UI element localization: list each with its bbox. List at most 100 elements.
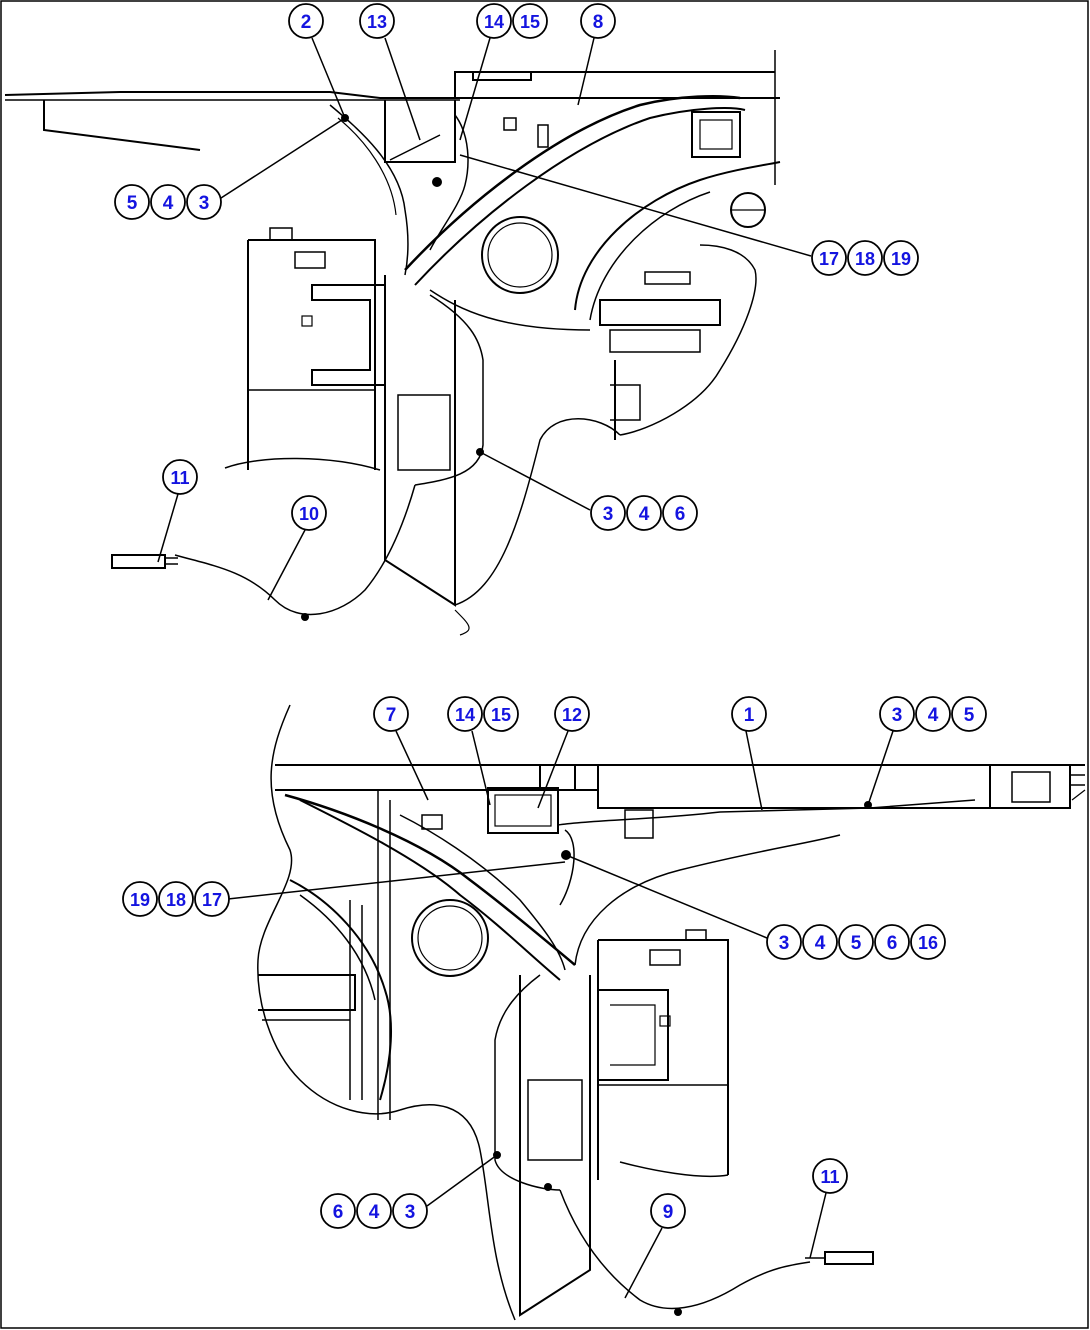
callout-number: 4	[369, 1202, 380, 1223]
callout-number: 4	[928, 705, 939, 726]
callout-balloon	[150, 184, 186, 220]
leader-line	[311, 37, 346, 119]
leader-line	[479, 451, 591, 511]
callout-b-11: 11	[809, 1158, 848, 1259]
leader-line	[471, 730, 491, 806]
leader-line	[220, 117, 346, 199]
callout-balloon	[359, 3, 395, 39]
callout-balloon	[731, 696, 767, 732]
callout-t-17-18-19: 17 18 19	[459, 154, 919, 276]
callout-balloon	[373, 696, 409, 732]
callout-number: 6	[887, 933, 898, 954]
callout-balloon	[483, 696, 519, 732]
callout-number: 13	[367, 12, 387, 32]
callout-number: 6	[333, 1202, 344, 1223]
callout-balloon	[580, 3, 616, 39]
callout-number: 19	[891, 249, 911, 269]
callout-number: 14	[455, 705, 475, 725]
callout-number: 15	[520, 12, 540, 32]
leader-line	[745, 730, 763, 811]
callout-number: 15	[491, 705, 511, 725]
top-view	[4, 50, 781, 636]
callout-balloon	[874, 924, 910, 960]
callout-number: 3	[405, 1202, 416, 1223]
callout-balloon	[812, 1158, 848, 1194]
callout-balloon	[847, 240, 883, 276]
callout-number: 5	[964, 705, 975, 726]
callout-number: 6	[675, 504, 686, 525]
callout-b-7: 7	[373, 696, 429, 801]
callout-balloon	[114, 184, 150, 220]
callout-number: 1	[744, 705, 755, 726]
callout-balloon	[590, 495, 626, 531]
callout-number: 19	[130, 890, 150, 910]
callout-balloon	[951, 696, 987, 732]
callout-number: 18	[166, 890, 186, 910]
callout-balloon	[802, 924, 838, 960]
callout-number: 11	[170, 468, 189, 488]
callout-t-8: 8	[577, 3, 616, 106]
callout-balloon	[879, 696, 915, 732]
callout-balloon	[915, 696, 951, 732]
callout-number: 8	[593, 12, 604, 33]
callout-balloon	[291, 495, 327, 531]
leader-line	[384, 37, 421, 141]
leader-line	[537, 730, 569, 809]
callout-balloon	[512, 3, 548, 39]
callout-number: 11	[820, 1167, 839, 1187]
callout-number: 7	[386, 705, 397, 726]
leader-line	[565, 854, 768, 939]
callout-balloon	[186, 184, 222, 220]
leader-line	[395, 730, 429, 801]
leader-line	[459, 37, 491, 141]
callout-balloon	[662, 495, 698, 531]
callout-number: 17	[202, 890, 222, 910]
callout-balloon	[476, 3, 512, 39]
callout-number: 3	[892, 705, 903, 726]
leader-line	[459, 154, 812, 257]
leader-line	[809, 1192, 827, 1259]
leader-line	[577, 37, 595, 106]
bottom-view	[257, 704, 1086, 1321]
callout-balloon	[320, 1193, 356, 1229]
callout-number: 3	[603, 504, 614, 525]
callout-number: 18	[855, 249, 875, 269]
callout-balloon	[626, 495, 662, 531]
callout-number: 17	[819, 249, 839, 269]
callout-b-3-4-5-6-16: 3 4 5 6 16	[565, 854, 946, 960]
callout-balloon	[910, 924, 946, 960]
callout-balloon	[194, 881, 230, 917]
callout-number: 10	[299, 504, 319, 524]
callout-number: 14	[484, 12, 504, 32]
callout-b-1: 1	[731, 696, 767, 811]
callout-number: 9	[663, 1202, 674, 1223]
callout-balloon	[838, 924, 874, 960]
callout-number: 4	[815, 933, 826, 954]
callout-t-14-15: 14 15	[459, 3, 548, 141]
callout-t-13: 13	[359, 3, 421, 141]
callout-t-10: 10	[267, 495, 327, 601]
callout-t-2: 2	[288, 3, 346, 119]
callout-b-19-18-17: 19 18 17	[122, 861, 566, 917]
callout-number: 5	[127, 193, 138, 214]
callout-b-9: 9	[624, 1193, 686, 1299]
callout-balloon	[811, 240, 847, 276]
callout-number: 3	[779, 933, 790, 954]
callout-balloon	[883, 240, 919, 276]
callout-b-12: 12	[537, 696, 590, 809]
callout-t-11: 11	[157, 459, 198, 563]
callout-number: 2	[301, 12, 312, 33]
leader-line	[267, 529, 306, 601]
callout-number: 16	[918, 933, 938, 953]
callout-balloon	[447, 696, 483, 732]
callout-number: 12	[562, 705, 582, 725]
callout-balloon	[122, 881, 158, 917]
callout-number: 3	[199, 193, 210, 214]
callout-number: 4	[639, 504, 650, 525]
callout-number: 5	[851, 933, 862, 954]
